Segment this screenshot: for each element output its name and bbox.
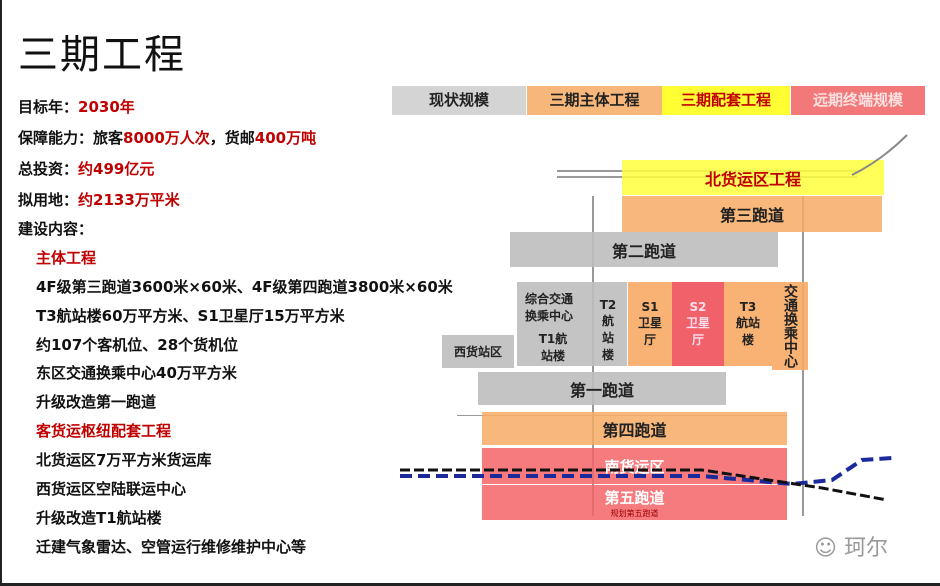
main-item: 4F级第三跑道3600米×60米、4F级第四跑道3800米×60米: [36, 278, 453, 296]
north-cargo-area: 北货运区工程: [622, 160, 884, 195]
value: 2030年: [78, 98, 135, 116]
t1-t2-area: 综合交通换乘中心 T2航站楼 T1航站楼: [517, 282, 627, 366]
runway-5-note: 规划第五跑道: [610, 508, 659, 518]
legend-phase3-main: 三期主体工程: [527, 86, 662, 115]
rail-line-black: [400, 468, 888, 502]
value: 约499亿元: [78, 160, 155, 178]
gtc-west: 综合交通换乘中心: [524, 292, 573, 323]
gtc-east: 交通换乘中心: [772, 282, 808, 370]
west-cargo-station: 西货站区: [442, 335, 514, 368]
investment: 总投资：约499亿元: [18, 158, 154, 179]
main-item: 东区交通换乘中心40万平方米: [36, 364, 237, 382]
runway-5: 第五跑道 规划第五跑道: [482, 485, 787, 520]
land-use: 拟用地：约2133万平米: [18, 189, 180, 210]
rail-line-blue: [400, 456, 893, 487]
main-heading: 主体工程: [36, 249, 97, 267]
support-item: 西货运区空陆联运中心: [36, 480, 187, 498]
support-heading: 客货运枢纽配套工程: [36, 422, 172, 440]
runway-1: 第一跑道: [478, 372, 726, 405]
watermark-text: 珂尔: [843, 536, 888, 561]
main-item: T3航站楼60万平方米、S1卫星厅15万平方米: [36, 307, 345, 325]
t2-terminal: T2航站楼: [599, 298, 617, 362]
runway-4: 第四跑道: [482, 412, 787, 445]
road-curve: [851, 134, 908, 176]
support-item: 升级改造T1航站楼: [36, 509, 162, 527]
runway-5-label: 第五跑道: [604, 488, 665, 507]
construction-label: 建设内容：: [18, 220, 94, 238]
main-item: 升级改造第一跑道: [36, 393, 157, 411]
legend-phase3-support: 三期配套工程: [662, 86, 790, 115]
value: 400万吨: [254, 129, 317, 147]
t3-terminal: T3航站楼: [724, 282, 772, 366]
legend-long-term: 远期终端规模: [791, 86, 925, 115]
t1-terminal: T1航站楼: [538, 332, 568, 363]
value: 8000万人次: [123, 129, 210, 147]
runway-3: 第三跑道: [622, 196, 882, 232]
s2-satellite: S2卫星厅: [672, 282, 724, 366]
legend-existing: 现状规模: [392, 86, 526, 115]
label: 保障能力：旅客: [18, 129, 124, 147]
support-item: 迁建气象雷达、空管运行维修维护中心等: [36, 538, 307, 556]
value: 约2133万平米: [78, 191, 180, 209]
s1-satellite: S1卫星厅: [628, 282, 672, 366]
runway-2: 第二跑道: [510, 232, 778, 267]
main-item: 约107个客机位、28个货机位: [36, 336, 239, 354]
label: 拟用地：: [18, 191, 79, 209]
support-item: 北货运区7万平方米货运库: [36, 451, 212, 469]
capacity: 保障能力：旅客8000万人次，货邮400万吨: [18, 127, 316, 148]
target-year: 目标年：2030年: [18, 96, 135, 117]
page-title: 三期工程: [18, 32, 186, 78]
wechat-icon: ☺: [814, 536, 844, 561]
label: 目标年：: [18, 98, 79, 116]
watermark: ☺ 珂尔: [814, 530, 888, 562]
label: 总投资：: [18, 160, 79, 178]
label: ，货邮: [209, 129, 255, 147]
